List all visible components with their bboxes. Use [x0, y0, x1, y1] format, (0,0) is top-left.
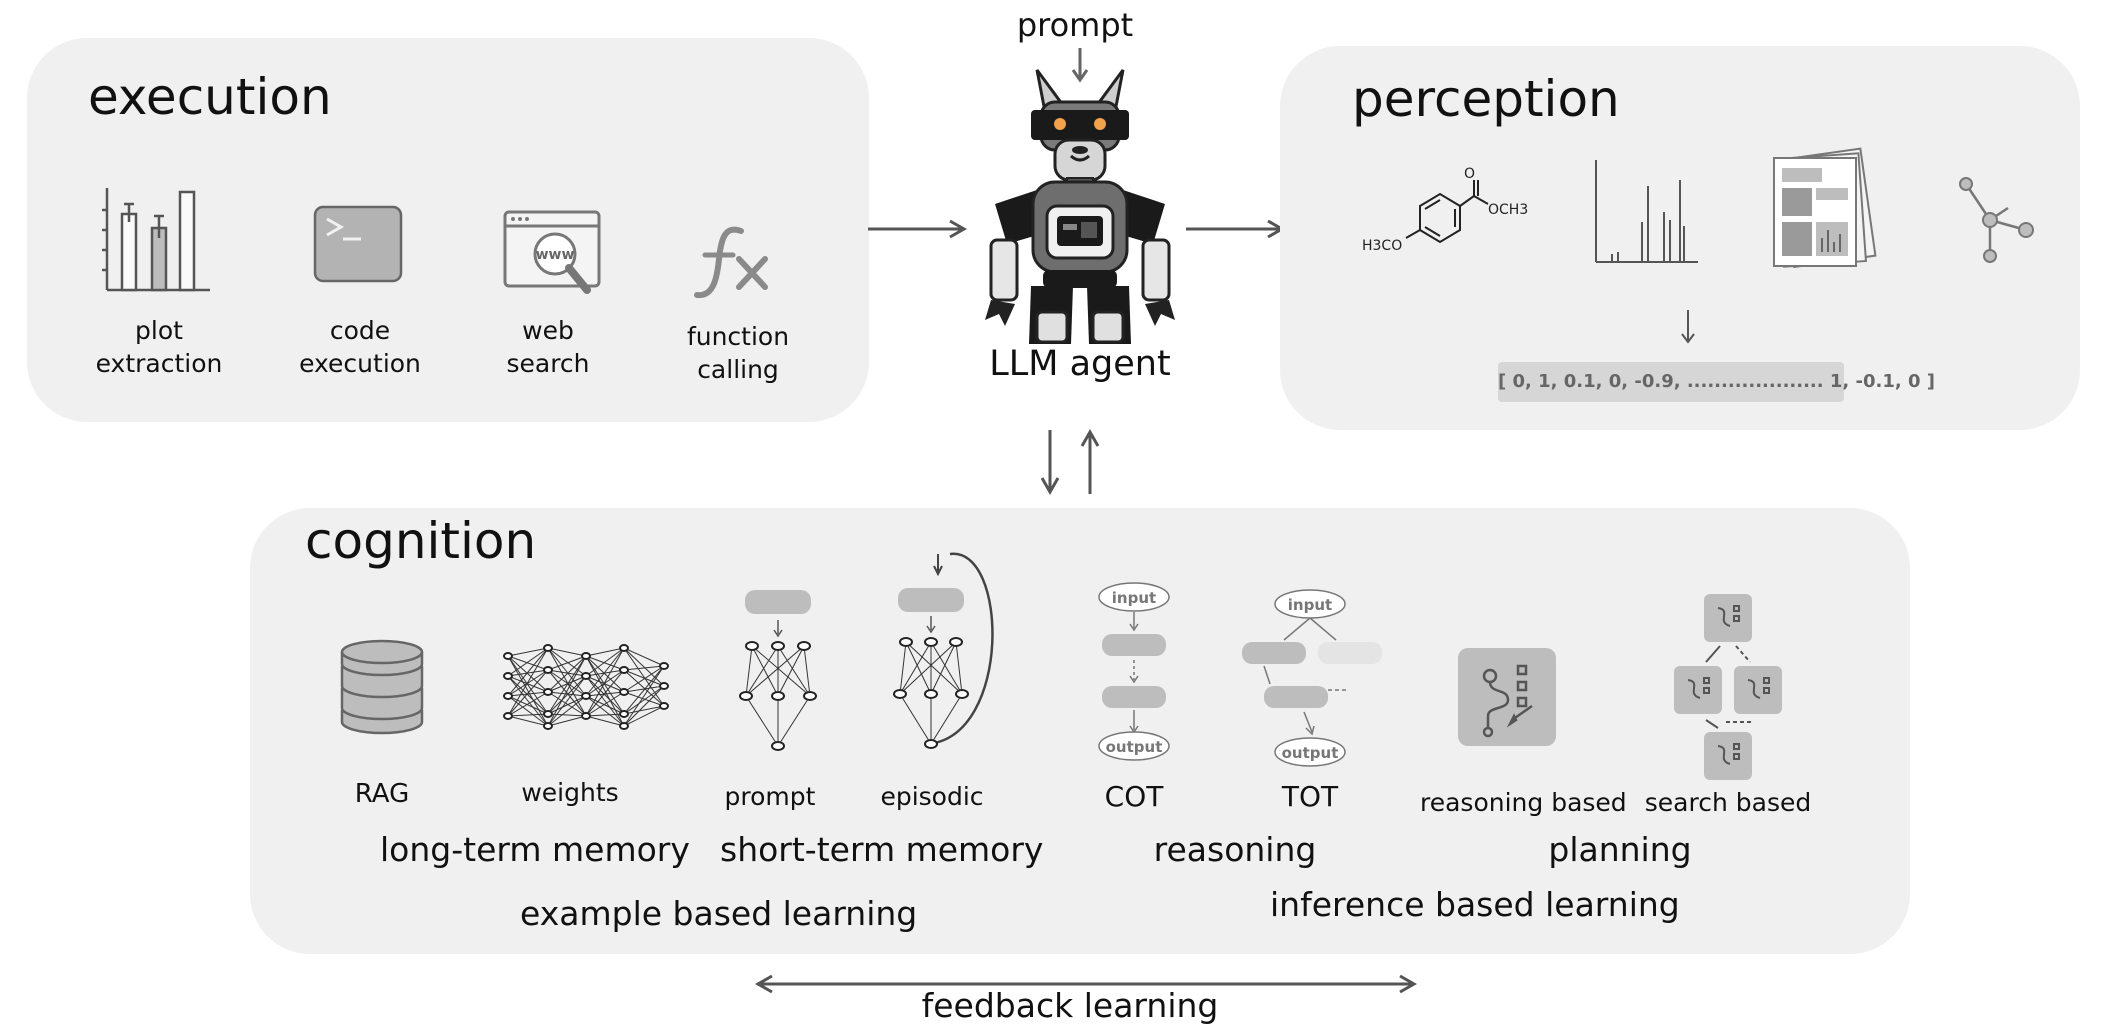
plot-extraction-icon [102, 188, 210, 292]
search-planning-icon [1674, 594, 1782, 780]
function-icon [694, 226, 768, 299]
web-icon-text: www [536, 247, 575, 263]
episodic-network-icon [893, 552, 994, 749]
inference-based-learning-label: inference based learning [1270, 885, 1680, 924]
database-icon [340, 639, 424, 735]
feedback-learning-label: feedback learning [921, 986, 1219, 1025]
molecule-top: O [1464, 166, 1475, 182]
prompt-arrow [1071, 48, 1089, 83]
plot-extraction-line1: plot [135, 316, 183, 345]
weights-label: weights [521, 778, 619, 807]
code-execution-line1: code [329, 316, 391, 345]
long-term-memory-label: long-term memory [380, 830, 690, 869]
cot-output-text: output [1106, 738, 1163, 756]
rag-label: RAG [354, 779, 410, 809]
spectrum-icon [1595, 160, 1698, 263]
prompt-network-icon [739, 590, 817, 751]
tot-label: TOT [1281, 780, 1339, 813]
plot-extraction-label: plot extraction [84, 314, 234, 380]
web-search-label: web search [473, 314, 623, 380]
feedback-arrow [754, 974, 1418, 994]
tot-input-text: input [1288, 596, 1332, 614]
prompt-label: prompt [1016, 6, 1134, 44]
embedding-vector: [ 0, 1, 0.1, 0, -0.9, ..................… [1498, 362, 1935, 402]
plot-extraction-line2: extraction [95, 349, 223, 378]
code-execution-line2: execution [299, 349, 421, 378]
reasoning-label: reasoning [1153, 830, 1317, 869]
cot-label: COT [1104, 780, 1164, 813]
molecule-icon: O H3CO OCH3 [1362, 166, 1528, 254]
execution-to-agent-arrow [868, 219, 968, 239]
web-search-icon: www [503, 210, 601, 294]
embedding-arrow [1681, 310, 1695, 344]
episodic-label: episodic [880, 782, 984, 811]
web-search-line2: search [506, 349, 590, 378]
function-calling-line2: calling [697, 355, 779, 384]
graph-icon [1959, 177, 2034, 263]
llm-agent-label: LLM agent [989, 344, 1171, 384]
example-based-learning-label: example based learning [520, 894, 918, 933]
cognition-panel [250, 508, 1910, 954]
execution-title: execution [88, 68, 332, 126]
weights-network-icon [503, 644, 669, 730]
molecule-left: H3CO [1362, 238, 1402, 254]
tot-output-text: output [1282, 744, 1339, 762]
code-execution-label: code execution [285, 314, 435, 380]
search-based-label: search based [1644, 788, 1812, 817]
perception-title: perception [1352, 70, 1620, 128]
molecule-right: OCH3 [1488, 202, 1528, 218]
reasoning-planning-icon [1458, 648, 1556, 746]
terminal-icon [313, 205, 403, 283]
short-term-memory-label: short-term memory [720, 830, 1044, 869]
cognition-title: cognition [305, 512, 537, 570]
agent-cognition-arrows [1040, 428, 1100, 496]
cot-input-text: input [1112, 589, 1156, 607]
planning-label: planning [1548, 830, 1692, 869]
reasoning-based-label: reasoning based [1420, 788, 1627, 817]
tot-diagram-icon: input output [1242, 589, 1382, 767]
function-calling-line1: function [686, 322, 790, 351]
function-calling-label: function calling [663, 320, 813, 386]
llm-agent-robot-icon [985, 69, 1175, 344]
web-search-line1: web [522, 316, 574, 345]
prompt-memory-label: prompt [724, 782, 816, 811]
papers-icon [1773, 147, 1877, 269]
cot-diagram-icon: input output [1098, 582, 1170, 761]
agent-to-perception-arrow [1186, 219, 1286, 239]
